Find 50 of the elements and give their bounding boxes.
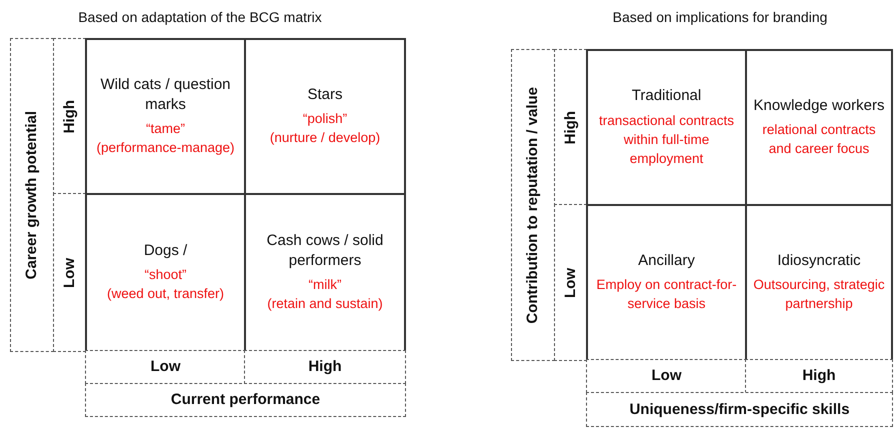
axis-label: Low [150, 357, 180, 377]
strategy-text: “milk” [308, 276, 342, 294]
quadrant-cell [85, 38, 246, 195]
quadrant-label: Stars [307, 84, 342, 104]
quadrant-label: Idiosyncratic [777, 250, 861, 270]
axis-value-box [53, 38, 86, 195]
quadrant-label: Traditional [632, 86, 702, 106]
quadrant-cell [745, 49, 893, 206]
strategy-text: (nurture / develop) [270, 129, 380, 148]
axis-label: Contribution to reputation / value [523, 86, 542, 324]
axis-title-box [586, 392, 893, 427]
strategy-text: transactional contracts within full-time employment [598, 112, 736, 168]
quadrant-cell [244, 38, 406, 195]
axis-title-box [511, 49, 555, 361]
axis-label: Career growth potential [22, 110, 42, 280]
matrix-heading: Based on adaptation of the BCG matrix [78, 9, 322, 25]
strategy-text: “polish” [302, 110, 348, 128]
axis-label: Current performance [170, 390, 320, 410]
axis-value-box [85, 350, 246, 384]
strategy-text: relational contracts and career focus [761, 121, 877, 158]
quadrant-cell [586, 49, 747, 206]
axis-value-box [244, 350, 406, 384]
axis-value-box [554, 204, 587, 361]
strategy-text: “shoot” [144, 266, 187, 284]
quadrant-label: Ancillary [638, 250, 695, 270]
quadrant-label: Wild cats / question marks [99, 75, 232, 114]
axis-value-box [586, 359, 747, 393]
axis-label: Low [560, 268, 580, 298]
quadrant-label: Cash cows / solid performers [266, 231, 384, 270]
strategy-text: Employ on contract-for-service basis [595, 276, 738, 314]
axis-value-box [554, 49, 587, 206]
axis-title-box [85, 383, 406, 417]
strategy-text: “tame” [146, 120, 185, 138]
axis-label: High [308, 357, 342, 377]
axis-title-box [10, 38, 54, 352]
axis-value-box [745, 359, 893, 393]
strategy-text: (performance-manage) [96, 139, 235, 157]
matrix-heading: Based on implications for branding [612, 9, 828, 25]
strategy-text: (weed out, transfer) [106, 285, 224, 304]
axis-label: High [60, 100, 79, 134]
quadrant-label: Knowledge workers [754, 96, 884, 116]
quadrant-label: Dogs / [144, 240, 188, 260]
axis-value-box [53, 193, 86, 352]
axis-label: Low [60, 258, 79, 288]
axis-label: High [560, 110, 580, 144]
axis-label: Uniqueness/firm-specific skills [629, 400, 850, 420]
strategy-text: Outsourcing, strategic partnership [752, 276, 886, 314]
axis-label: Low [652, 366, 682, 386]
axis-label: High [802, 366, 836, 386]
strategy-text: (retain and sustain) [267, 295, 383, 313]
